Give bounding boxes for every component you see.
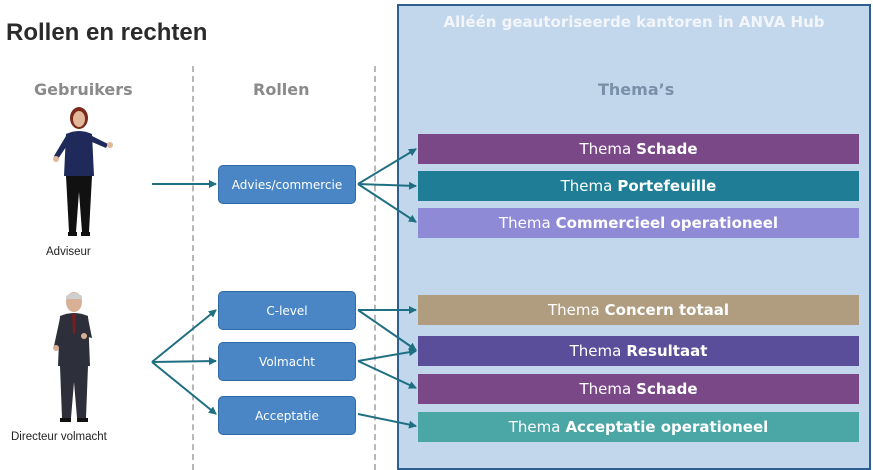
page-title: Rollen en rechten: [6, 19, 208, 46]
directeur-figure: [53, 292, 92, 422]
theme-prefix: Thema: [579, 380, 632, 398]
theme-name: Resultaat: [626, 342, 708, 360]
theme-prefix: Thema: [579, 140, 632, 158]
role-c-level: C-level: [218, 291, 356, 330]
theme-name: Portefeuille: [617, 177, 717, 195]
theme-prefix: Thema: [560, 177, 613, 195]
column-divider-1: [192, 66, 194, 470]
arrow-directeur-to-acceptatie: [151, 361, 217, 415]
adviseur-figure: [53, 107, 113, 236]
role-acceptatie: Acceptatie: [218, 396, 356, 435]
theme-prefix: Thema: [569, 342, 622, 360]
theme-name: Commercieel operationeel: [555, 214, 779, 232]
column-header-themes: Thema’s: [598, 80, 675, 99]
theme-name: Schade: [636, 140, 698, 158]
column-header-roles: Rollen: [253, 80, 310, 99]
theme-prefix: Thema: [508, 418, 561, 436]
role-advies-commercie: Advies/commercie: [218, 165, 356, 204]
theme-name: Schade: [636, 380, 698, 398]
theme-name: Concern totaal: [604, 301, 730, 319]
role-volmacht: Volmacht: [218, 342, 356, 381]
arrow-directeur-to-clevel: [151, 309, 217, 363]
user-label-adviseur: Adviseur: [46, 246, 91, 258]
theme-prefix: Thema: [498, 214, 551, 232]
theme-name: Acceptatie operationeel: [565, 418, 769, 436]
column-header-users: Gebruikers: [34, 80, 133, 99]
hub-title: Alléén geautoriseerde kantoren in ANVA H…: [443, 13, 825, 31]
arrow-directeur-to-volmacht: [151, 357, 217, 366]
column-divider-2: [374, 66, 376, 470]
theme-prefix: Thema: [547, 301, 600, 319]
user-label-directeur-volmacht: Directeur volmacht: [11, 431, 107, 443]
